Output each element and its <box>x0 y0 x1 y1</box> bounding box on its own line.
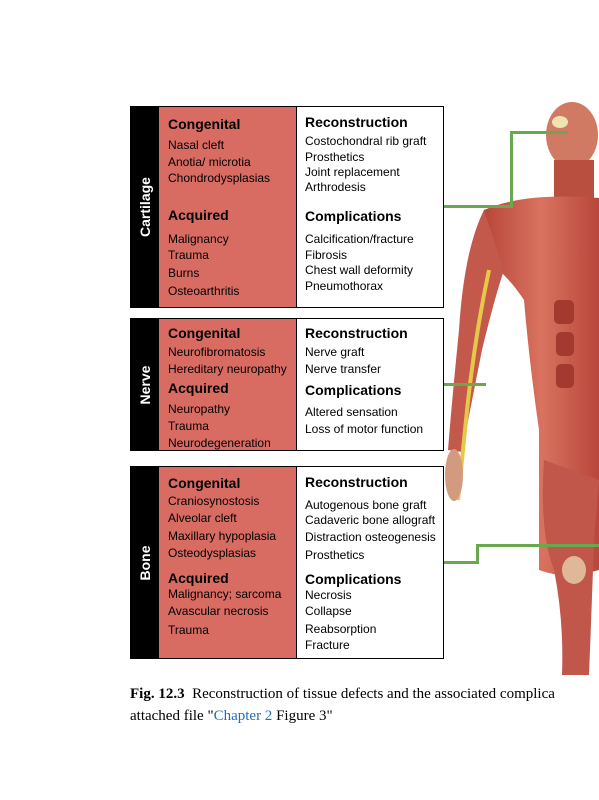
panel-side-label-bar: Cartilage <box>131 107 159 307</box>
list-item: Joint replacement <box>305 165 400 179</box>
bone-connector <box>476 544 479 564</box>
muscle-body-illustration <box>445 102 599 675</box>
cartilage-panel: Cartilage Congenital Nasal cleft Anotia/… <box>130 106 444 308</box>
list-item: Nasal cleft <box>168 138 225 152</box>
panel-side-label-bar: Nerve <box>131 319 159 450</box>
list-item: Costochondral rib graft <box>305 134 427 148</box>
nerve-connector <box>444 383 486 386</box>
list-item: Neurofibromatosis <box>168 345 266 359</box>
list-item: Autogenous bone graft <box>305 498 427 512</box>
panel-label: Cartilage <box>137 177 153 237</box>
treatment-column: Reconstruction Costochondral rib graft P… <box>297 107 443 307</box>
list-item: Burns <box>168 266 200 280</box>
neck-shape <box>554 160 594 200</box>
list-item: Alveolar cleft <box>168 511 237 525</box>
list-item: Reabsorption <box>305 622 377 636</box>
list-item: Fibrosis <box>305 248 348 262</box>
list-item: Fracture <box>305 638 350 652</box>
list-item: Prosthetics <box>305 150 365 164</box>
causes-column: Congenital Craniosynostosis Alveolar cle… <box>159 467 297 658</box>
list-item: Collapse <box>305 604 352 618</box>
congenital-heading: Congenital <box>168 325 241 341</box>
acquired-heading: Acquired <box>168 380 229 396</box>
list-item: Trauma <box>168 623 209 637</box>
list-item: Nerve graft <box>305 345 365 359</box>
list-item: Neurodegeneration <box>168 436 271 450</box>
bone-panel: Bone Congenital Craniosynostosis Alveola… <box>130 466 444 659</box>
abdominal-muscle <box>556 364 574 388</box>
reconstruction-heading: Reconstruction <box>305 474 408 490</box>
list-item: Trauma <box>168 419 209 433</box>
list-item: Nerve transfer <box>305 362 382 376</box>
caption-text: Reconstruction of tissue defects and the… <box>192 686 555 702</box>
caption-pre: attached file " <box>130 708 214 724</box>
hand-shape <box>445 449 463 501</box>
list-item: Malignancy <box>168 232 229 246</box>
acquired-heading: Acquired <box>168 570 229 586</box>
list-item: Pneumothorax <box>305 279 384 293</box>
figure-label: Fig. 12.3 <box>130 686 185 702</box>
list-item: Necrosis <box>305 588 352 602</box>
list-item: Malignancy; sarcoma <box>168 587 282 601</box>
list-item: Chest wall deformity <box>305 263 414 277</box>
list-item: Distraction osteogenesis <box>305 530 436 544</box>
list-item: Craniosynostosis <box>168 494 260 508</box>
caption-post: Figure 3" <box>272 708 333 724</box>
reconstruction-heading: Reconstruction <box>305 325 408 341</box>
figure-caption: Fig. 12.3 Reconstruction of tissue defec… <box>130 683 599 727</box>
eye-cartilage-shape <box>552 116 568 128</box>
list-item: Calcification/fracture <box>305 232 414 246</box>
panel-label: Bone <box>137 545 153 580</box>
causes-column: Congenital Nasal cleft Anotia/ microtia … <box>159 107 297 307</box>
caption-line-1: Fig. 12.3 Reconstruction of tissue defec… <box>130 683 599 705</box>
caption-line-2: attached file "Chapter 2 Figure 3" <box>130 705 599 727</box>
causes-column: Congenital Neurofibromatosis Hereditary … <box>159 319 297 450</box>
head-shape <box>546 102 598 168</box>
abdominal-muscle <box>554 300 574 324</box>
cartilage-connector <box>444 205 512 208</box>
congenital-heading: Congenital <box>168 116 241 132</box>
list-item: Chondrodysplasias <box>168 171 271 185</box>
complications-heading: Complications <box>305 382 402 398</box>
list-item: Osteodysplasias <box>168 546 257 560</box>
abdominal-muscle <box>556 332 574 356</box>
bone-connector <box>444 561 478 564</box>
knee-shape <box>562 556 586 584</box>
list-item: Neuropathy <box>168 402 231 416</box>
list-item: Trauma <box>168 248 209 262</box>
chapter-link[interactable]: Chapter 2 <box>213 708 273 724</box>
panel-label: Nerve <box>137 365 153 404</box>
bone-connector <box>476 544 599 547</box>
cartilage-connector <box>510 131 513 208</box>
list-item: Maxillary hypoplasia <box>168 529 277 543</box>
complications-heading: Complications <box>305 208 402 224</box>
list-item: Hereditary neuropathy <box>168 362 287 376</box>
congenital-heading: Congenital <box>168 475 241 491</box>
list-item: Avascular necrosis <box>168 604 269 618</box>
treatment-column: Reconstruction Autogenous bone graft Cad… <box>297 467 443 658</box>
treatment-column: Reconstruction Nerve graft Nerve transfe… <box>297 319 443 450</box>
panel-side-label-bar: Bone <box>131 467 159 658</box>
list-item: Osteoarthritis <box>168 284 240 298</box>
list-item: Arthrodesis <box>305 180 366 194</box>
acquired-heading: Acquired <box>168 207 229 223</box>
list-item: Cadaveric bone allograft <box>305 513 436 527</box>
list-item: Anotia/ microtia <box>168 155 251 169</box>
list-item: Loss of motor function <box>305 422 424 436</box>
cartilage-connector <box>510 131 568 134</box>
list-item: Altered sensation <box>305 405 398 419</box>
nerve-panel: Nerve Congenital Neurofibromatosis Hered… <box>130 318 444 451</box>
list-item: Prosthetics <box>305 548 365 562</box>
reconstruction-heading: Reconstruction <box>305 114 408 130</box>
complications-heading: Complications <box>305 571 402 587</box>
